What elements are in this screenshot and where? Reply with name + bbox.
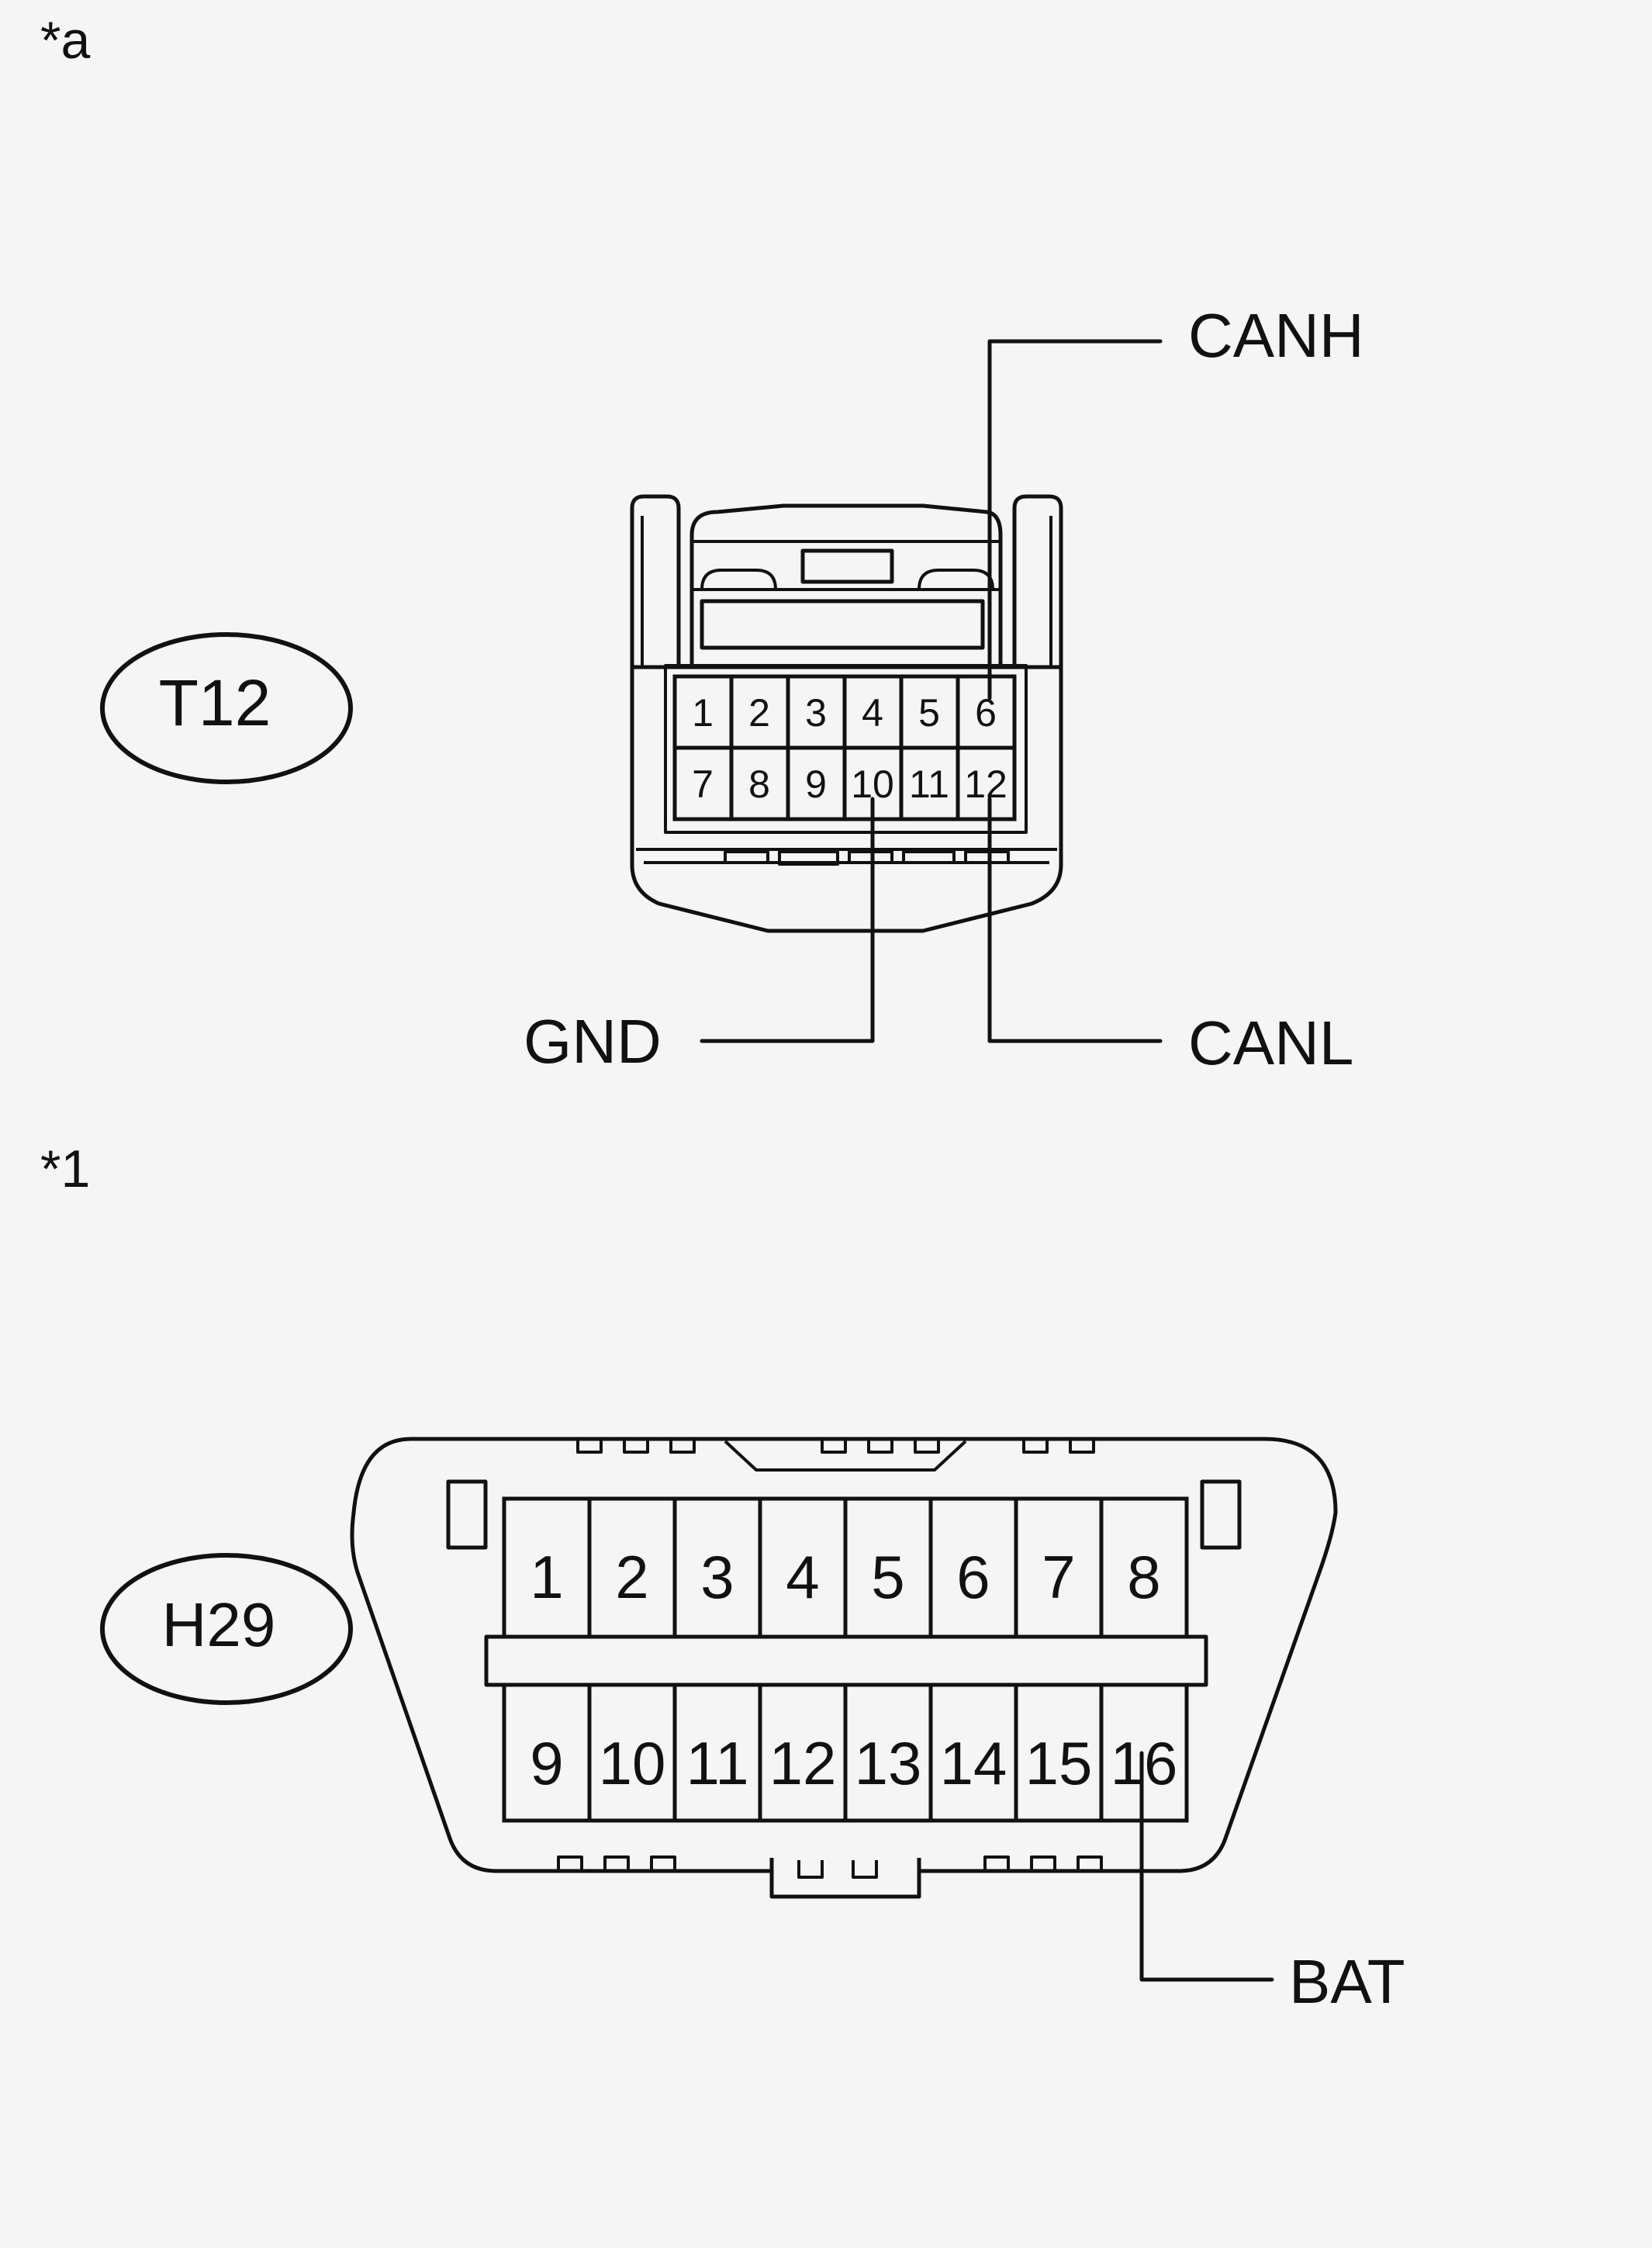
h29-pin-label: 14 [940, 1729, 1007, 1797]
t12-pin-grid: 1 2 3 4 5 6 7 8 9 10 11 12 [672, 674, 1017, 821]
h29-pin-cell [758, 1683, 848, 1823]
h29-right-slot [1200, 1479, 1242, 1550]
h29-pin-label: 16 [1111, 1729, 1178, 1797]
h29-id-label: H29 [162, 1590, 276, 1659]
t12-pin-label: 4 [862, 691, 883, 735]
section-1: *1 H29 [40, 1140, 1405, 2016]
h29-pin-cell [1099, 1683, 1189, 1823]
t12-pin-cell [729, 745, 790, 821]
h29-pin-label: 5 [871, 1543, 904, 1611]
gnd-label: GND [524, 1007, 662, 1076]
h29-pin-label: 10 [599, 1729, 666, 1797]
h29-pin-cell [587, 1496, 677, 1639]
section-1-marker: *1 [40, 1140, 90, 1198]
t12-pin-label: 5 [918, 691, 940, 735]
h29-pin-label: 12 [769, 1729, 837, 1797]
h29-pin-cell [1099, 1496, 1189, 1639]
h29-pin-label: 2 [615, 1543, 648, 1611]
h29-pin-label: 7 [1042, 1543, 1075, 1611]
h29-pin-cell [843, 1496, 933, 1639]
t12-pin-label: 6 [975, 691, 997, 735]
t12-pin-label: 8 [748, 763, 770, 806]
canl-leader-line [987, 797, 1163, 1043]
h29-pin-label: 11 [686, 1729, 749, 1797]
h29-id-oval [100, 1553, 353, 1705]
h29-pin-label: 6 [956, 1543, 990, 1611]
t12-pin-cell [956, 674, 1017, 750]
t12-pin-cell [956, 745, 1017, 821]
h29-left-slot [446, 1479, 488, 1550]
h29-pin-cell [672, 1496, 762, 1639]
h29-pin-label: 8 [1127, 1543, 1160, 1611]
bat-label: BAT [1289, 1947, 1405, 2016]
t12-pin-label: 12 [964, 763, 1007, 806]
h29-pin-label: 13 [855, 1729, 922, 1797]
section-a-marker: *a [40, 11, 90, 70]
h29-pin-cell [587, 1683, 677, 1823]
t12-pin-cell [672, 745, 734, 821]
t12-pin-label: 1 [692, 691, 714, 735]
t12-pin-cell [786, 745, 847, 821]
t12-id-label: T12 [159, 666, 271, 739]
t12-pin-label: 9 [805, 763, 827, 806]
h29-pin-cell [758, 1496, 848, 1639]
h29-pin-label: 1 [530, 1543, 563, 1611]
bat-leader-line [1139, 1751, 1274, 1982]
h29-center-bar [484, 1634, 1208, 1687]
t12-pin-label: 11 [909, 763, 949, 806]
t12-pin-label: 3 [805, 691, 827, 735]
canh-label: CANH [1188, 301, 1364, 370]
t12-id-oval [100, 632, 353, 784]
h29-pin-grid: 1 2 3 4 5 6 7 8 9 10 11 12 13 14 15 16 [502, 1496, 1189, 1823]
gnd-leader-line [700, 797, 875, 1043]
section-a: *a T12 [40, 11, 1364, 1077]
h29-pin-label: 3 [700, 1543, 734, 1611]
canh-leader-line [987, 339, 1163, 700]
t12-pin-label: 7 [692, 763, 714, 806]
h29-pin-label: 9 [530, 1729, 563, 1797]
h29-pin-cell [843, 1683, 933, 1823]
h29-pin-label: 15 [1025, 1729, 1093, 1797]
canl-label: CANL [1188, 1008, 1353, 1077]
h29-pin-cell [672, 1683, 762, 1823]
t12-pin-label: 2 [748, 691, 770, 735]
h29-pin-label: 4 [786, 1543, 819, 1611]
h29-pin-cell [1014, 1496, 1104, 1639]
